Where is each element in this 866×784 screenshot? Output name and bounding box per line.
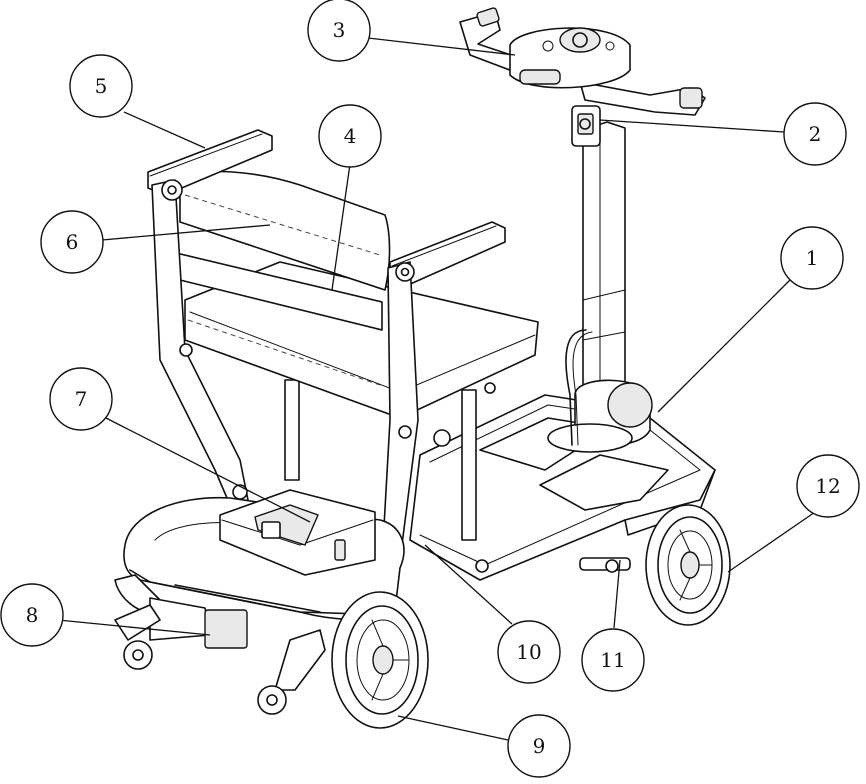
leader-4 [331,163,351,291]
svg-text:5: 5 [95,74,108,98]
seat-assembly [171,170,539,541]
callout-2: 2 [783,102,847,166]
callout-5: 5 [69,54,133,118]
callout-12: 12 [796,454,860,518]
leader-7 [105,417,311,523]
leader-2 [599,119,785,133]
armrests [147,129,506,286]
leader-3 [367,37,516,56]
leader-lines [57,37,819,741]
callout-7: 7 [49,367,113,431]
leader-5 [123,111,206,149]
callout-6: 6 [40,210,104,274]
svg-text:12: 12 [815,474,840,498]
callout-3: 3 [307,0,371,62]
svg-text:1: 1 [806,246,819,270]
leader-1 [657,279,791,413]
leader-12 [727,509,819,573]
svg-text:2: 2 [809,122,822,146]
rear-wheel [331,591,429,729]
svg-text:10: 10 [516,640,541,664]
rear-body [123,489,405,621]
svg-text:4: 4 [344,124,357,148]
callout-11: 11 [581,628,645,692]
steering-column [547,105,653,453]
callout-1: 1 [780,226,844,290]
handlebar-console [459,7,706,116]
svg-text:11: 11 [600,648,625,672]
front-wheel [579,504,731,626]
svg-text:3: 3 [333,18,346,42]
svg-text:7: 7 [75,387,88,411]
callout-4: 4 [318,104,382,168]
leader-6 [101,224,271,241]
leader-9 [397,715,509,741]
callout-9: 9 [507,714,571,778]
leader-11 [613,559,621,629]
svg-text:6: 6 [66,230,79,254]
callout-8: 8 [0,583,64,647]
svg-text:8: 8 [26,603,39,627]
leader-8 [57,619,211,636]
svg-text:9: 9 [533,734,546,758]
anti-tip-wheels [114,574,326,715]
leader-10 [424,544,513,625]
callout-10: 10 [497,620,561,684]
